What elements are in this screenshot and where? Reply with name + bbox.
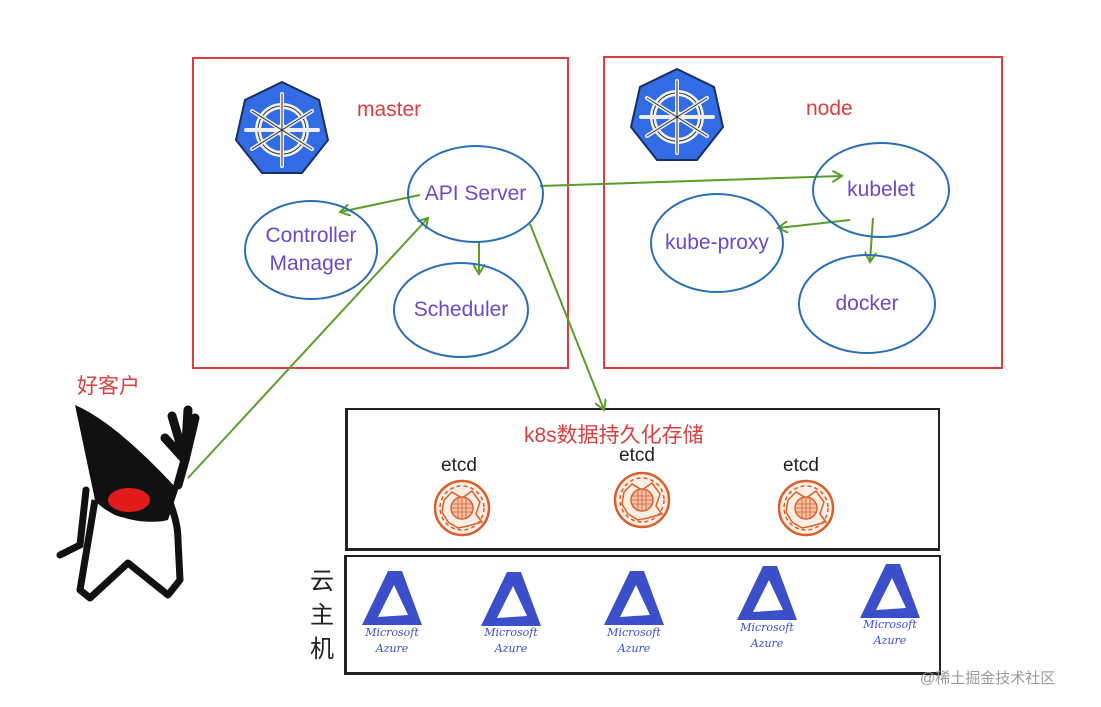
- etcd-label: etcd: [783, 455, 819, 476]
- azure-logo-icon: [481, 572, 541, 626]
- azure-host: Microsoft Azure: [863, 618, 917, 647]
- cloud-hosts-frame: [344, 555, 941, 675]
- api-server-label: API Server: [424, 182, 527, 205]
- watermark: @稀土掘金技术社区: [920, 670, 1056, 687]
- kubelet-label: kubelet: [847, 178, 915, 201]
- etcd-label: etcd: [441, 455, 477, 476]
- azure-host: Microsoft Azure: [607, 626, 661, 655]
- client-label: 好客户: [77, 375, 140, 398]
- client-figure-icon: [56, 405, 200, 602]
- etcd-icon: [433, 479, 491, 537]
- etcd-label: etcd: [619, 445, 655, 466]
- etcd-icon: [777, 479, 835, 537]
- azure-host: Microsoft Azure: [484, 626, 538, 655]
- node-title: node: [806, 97, 853, 120]
- master-title: master: [357, 98, 422, 121]
- etcd-icon: [613, 471, 671, 529]
- api-server-node[interactable]: API Server: [407, 145, 544, 243]
- arrow-api-to-controller: [340, 194, 421, 212]
- controller-manager-node[interactable]: Controller Manager: [244, 200, 378, 300]
- docker-node[interactable]: docker: [798, 254, 936, 354]
- master-frame: [192, 57, 569, 369]
- controller-manager-label: Controller Manager: [265, 224, 357, 275]
- scheduler-label: Scheduler: [413, 298, 509, 321]
- scheduler-node[interactable]: Scheduler: [393, 262, 529, 358]
- arrow-api-to-kubelet: [539, 176, 842, 187]
- azure-host: Microsoft Azure: [365, 626, 419, 655]
- storage-frame: [345, 408, 940, 551]
- azure-logo-icon: [737, 566, 797, 620]
- kubernetes-logo-icon: [236, 82, 328, 173]
- azure-host: Microsoft Azure: [740, 621, 794, 650]
- arrow-client-to-api: [187, 218, 428, 479]
- cloud-hosts-label: 云 主 机: [310, 568, 334, 663]
- node-frame: [603, 56, 1003, 369]
- storage-title: k8s数据持久化存储: [524, 424, 704, 447]
- arrow-api-to-storage: [529, 223, 604, 410]
- azure-logo-icon: [362, 571, 422, 625]
- azure-logo-icon: [860, 564, 920, 618]
- azure-logo-icon: [604, 571, 664, 625]
- kubelet-node[interactable]: kubelet: [812, 142, 950, 238]
- kube-proxy-node[interactable]: kube-proxy: [650, 193, 784, 293]
- kube-proxy-label: kube-proxy: [665, 231, 769, 254]
- docker-label: docker: [835, 292, 899, 315]
- kubernetes-logo-icon: [631, 69, 723, 160]
